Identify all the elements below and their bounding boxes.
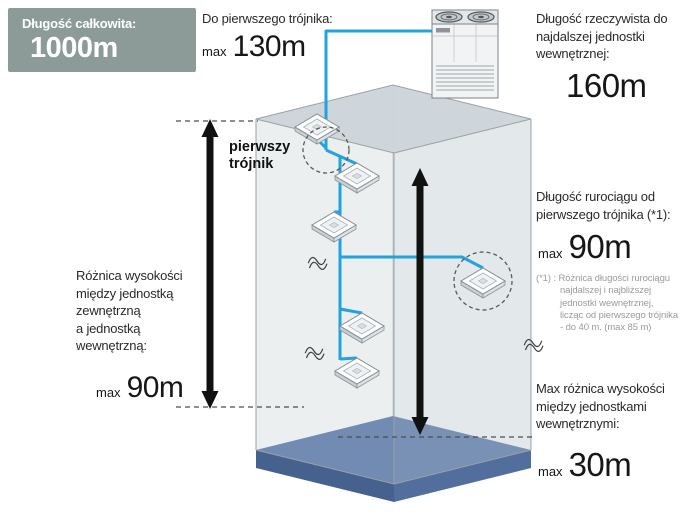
wall-front-right: [394, 119, 531, 484]
footnote: (*1) : Różnica długości rurociągu najdal…: [536, 273, 679, 334]
first-tee-circle: [302, 126, 350, 174]
actual-length-label: Długość rzeczywista do najdalszej jednos…: [536, 11, 668, 62]
max-prefix: max: [96, 384, 121, 400]
wall-front-left: [256, 119, 394, 484]
value-text: 130m: [232, 29, 307, 63]
indoor-unit: [339, 312, 385, 344]
indoor-unit: [334, 357, 380, 389]
total-length-label: Długość całkowita:: [22, 16, 137, 31]
fan-icon: [467, 11, 495, 23]
height-outdoor-indoor-value: max 90m: [96, 370, 194, 404]
max-height-indoor-label: Max różnica wysokości między jednostkami…: [536, 381, 665, 432]
first-tee-label: pierwszy trójnik: [229, 139, 291, 173]
pipe-network: [316, 29, 484, 361]
actual-length-value: 160m: [566, 66, 647, 104]
indoor-unit: [334, 162, 380, 194]
indoor-unit: [294, 113, 340, 145]
value-text: 30m: [568, 445, 632, 483]
total-length-badge: Długość całkowita: 1000m: [8, 8, 196, 73]
height-arrow-indoor-units: [411, 168, 429, 435]
max-prefix: max: [202, 43, 227, 59]
box-edges: [255, 119, 532, 485]
value-text: 90m: [568, 228, 632, 266]
outdoor-unit: [431, 9, 499, 99]
annotation-to-first-tee: Do pierwszego trójnika: max 130m: [202, 10, 350, 62]
height-outdoor-indoor-label: Różnica wysokości między jednostką zewnę…: [76, 268, 183, 354]
annotation-pipe-from-first-tee: Długość rurociągu od pierwszego trójnika…: [536, 188, 692, 335]
annotation-height-outdoor-indoor: Różnica wysokości między jednostką zewnę…: [76, 267, 194, 403]
farthest-unit-circle: [453, 251, 513, 311]
indoor-unit: [311, 211, 357, 243]
total-length-value: 1000m: [30, 32, 118, 64]
annotation-max-height-indoor: Max różnica wysokości między jednostkami…: [536, 380, 692, 481]
fan-icon: [435, 11, 463, 23]
pipe-from-first-tee-value: max 90m: [538, 230, 692, 263]
pipe-from-first-tee-label: Długość rurociągu od pierwszego trójnika…: [536, 189, 671, 222]
max-prefix: max: [538, 246, 563, 262]
indoor-unit: [460, 267, 506, 299]
annotation-actual-length: Długość rzeczywista do najdalszej jednos…: [536, 10, 690, 102]
to-first-tee-label: Do pierwszego trójnika:: [202, 11, 333, 26]
max-height-indoor-value: max 30m: [538, 448, 692, 481]
reference-dashes: [176, 120, 534, 438]
to-first-tee-value: max 130m: [202, 29, 350, 63]
height-arrow-outdoor-indoor: [201, 119, 219, 409]
max-prefix: max: [538, 463, 563, 479]
break-marks: [304, 256, 544, 360]
value-text: 90m: [126, 370, 184, 404]
